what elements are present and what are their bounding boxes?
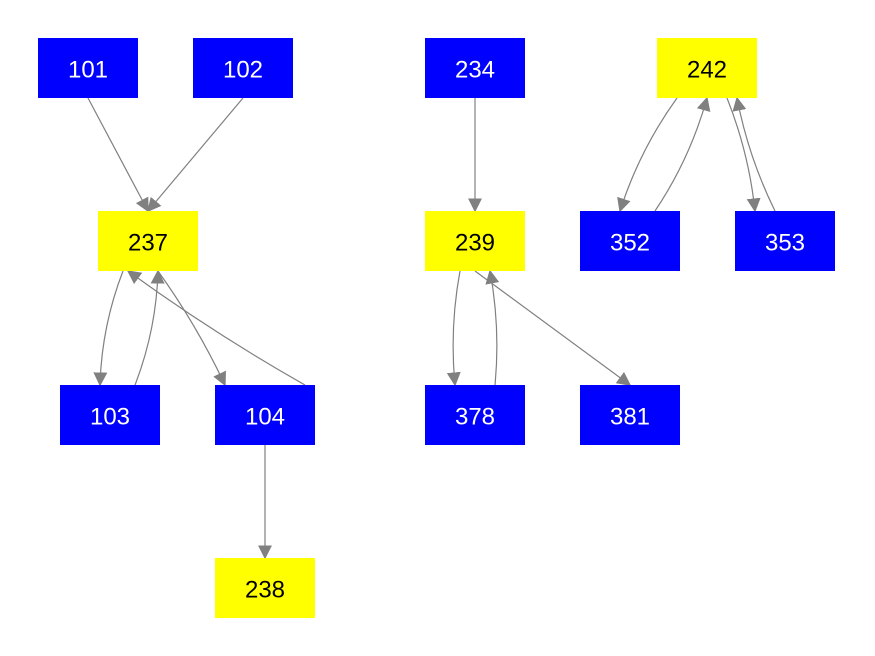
edge-239-to-381 [474, 270, 632, 386]
node-box [425, 385, 525, 445]
node-237[interactable]: 237 [98, 211, 198, 271]
node-label: 239 [455, 230, 495, 257]
node-box [580, 211, 680, 271]
edge-104-to-237 [126, 270, 306, 386]
node-box [215, 558, 315, 618]
node-label: 378 [455, 404, 495, 431]
node-label: 103 [90, 404, 130, 431]
node-box [580, 385, 680, 445]
node-101[interactable]: 101 [38, 38, 138, 98]
edge-353-to-242 [732, 96, 776, 212]
node-238[interactable]: 238 [215, 558, 315, 618]
node-378[interactable]: 378 [425, 385, 525, 445]
node-239[interactable]: 239 [425, 211, 525, 271]
edge-352-to-242 [654, 96, 711, 212]
node-381[interactable]: 381 [580, 385, 680, 445]
node-353[interactable]: 353 [735, 211, 835, 271]
edge-239-to-378 [446, 270, 461, 387]
node-label: 242 [687, 57, 727, 84]
node-242[interactable]: 242 [657, 38, 757, 98]
edge-102-to-237 [147, 97, 244, 213]
node-label: 238 [245, 577, 285, 604]
node-352[interactable]: 352 [580, 211, 680, 271]
node-box [425, 211, 525, 271]
node-box [193, 38, 293, 98]
node-box [657, 38, 757, 98]
edge-378-to-239 [485, 269, 500, 386]
node-label: 352 [610, 230, 650, 257]
node-label: 234 [455, 57, 495, 84]
node-label: 101 [68, 57, 108, 84]
node-box [98, 211, 198, 271]
edge-242-to-352 [617, 97, 678, 213]
node-box [215, 385, 315, 445]
node-box [425, 38, 525, 98]
edge-101-to-237 [87, 97, 149, 213]
node-box [38, 38, 138, 98]
node-label: 104 [245, 404, 285, 431]
edge-237-to-103 [93, 270, 124, 387]
nodes-layer: 101 102 237 103 104 238 234 239 378 381 242 352 353 [38, 38, 835, 618]
node-102[interactable]: 102 [193, 38, 293, 98]
edges-layer [87, 96, 776, 560]
node-label: 237 [128, 230, 168, 257]
node-234[interactable]: 234 [425, 38, 525, 98]
edge-242-to-353 [726, 97, 761, 213]
node-box [60, 385, 160, 445]
node-label: 381 [610, 404, 650, 431]
node-label: 353 [765, 230, 805, 257]
node-box [735, 211, 835, 271]
node-103[interactable]: 103 [60, 385, 160, 445]
node-label: 102 [223, 57, 263, 84]
edge-103-to-237 [134, 269, 165, 386]
edge-237-to-104 [157, 270, 226, 387]
node-104[interactable]: 104 [215, 385, 315, 445]
